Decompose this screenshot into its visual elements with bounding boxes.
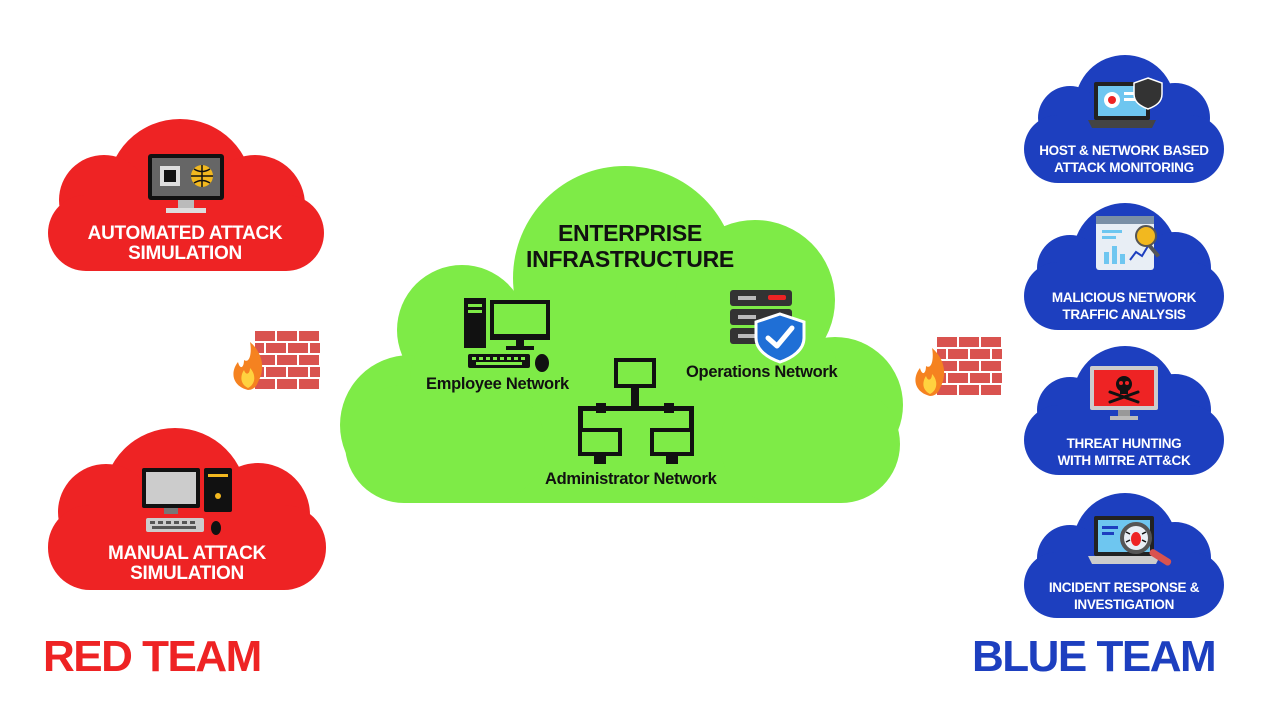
incident-response-label: INCIDENT RESPONSE & INVESTIGATION <box>1024 580 1224 614</box>
firewall-icon <box>233 329 322 391</box>
incident-response-line1: INCIDENT RESPONSE & <box>1048 580 1200 595</box>
manual-attack-line1: MANUAL ATTACK <box>108 543 266 564</box>
traffic-analysis-label: MALICIOUS NETWORK TRAFFIC ANALYSIS <box>1024 290 1224 324</box>
manual-attack-line2: SIMULATION <box>130 562 244 584</box>
threat-hunting-line1: THREAT HUNTING <box>1066 436 1182 451</box>
threat-hunting-line2: WITH MITRE ATT&CK <box>1057 452 1191 468</box>
host-monitoring-line1: HOST & NETWORK BASED <box>1039 143 1209 158</box>
firewall-icon-right <box>915 335 1004 397</box>
desktop-computer-icon <box>142 468 232 535</box>
enterprise-title-line2: INFRASTRUCTURE <box>526 246 734 273</box>
employee-network-label: Employee Network <box>426 375 569 393</box>
host-monitoring-line2: ATTACK MONITORING <box>1054 159 1194 175</box>
red-team-title: RED TEAM <box>43 632 262 681</box>
host-monitoring-label: HOST & NETWORK BASED ATTACK MONITORING <box>1024 143 1224 177</box>
laptop-shield-icon <box>1088 77 1163 128</box>
red-cloud-manual <box>48 428 326 590</box>
automated-attack-label: AUTOMATED ATTACK SIMULATION <box>60 224 310 264</box>
manual-attack-label: MANUAL ATTACK SIMULATION <box>62 544 312 584</box>
operations-network-label: Operations Network <box>686 363 838 381</box>
threat-hunting-label: THREAT HUNTING WITH MITRE ATT&CK <box>1024 436 1224 470</box>
administrator-network-label: Administrator Network <box>545 470 717 488</box>
analytics-board-icon <box>1096 216 1161 270</box>
enterprise-title-line1: ENTERPRISE <box>558 220 702 246</box>
server-shield-icon <box>730 290 806 364</box>
automated-attack-line2: SIMULATION <box>128 242 242 264</box>
traffic-analysis-line2: TRAFFIC ANALYSIS <box>1062 306 1186 322</box>
skull-monitor-icon <box>1090 366 1158 420</box>
admin-network-icon <box>578 358 694 464</box>
monitor-chip-globe-icon <box>148 154 224 213</box>
blue-team-title: BLUE TEAM <box>972 632 1217 681</box>
employee-computer-icon <box>464 298 550 372</box>
traffic-analysis-line1: MALICIOUS NETWORK <box>1051 290 1197 305</box>
incident-response-line2: INVESTIGATION <box>1073 596 1175 612</box>
automated-attack-line1: AUTOMATED ATTACK <box>87 223 283 244</box>
enterprise-title: ENTERPRISE INFRASTRUCTURE <box>470 220 790 273</box>
laptop-bug-magnifier-icon <box>1088 516 1172 566</box>
